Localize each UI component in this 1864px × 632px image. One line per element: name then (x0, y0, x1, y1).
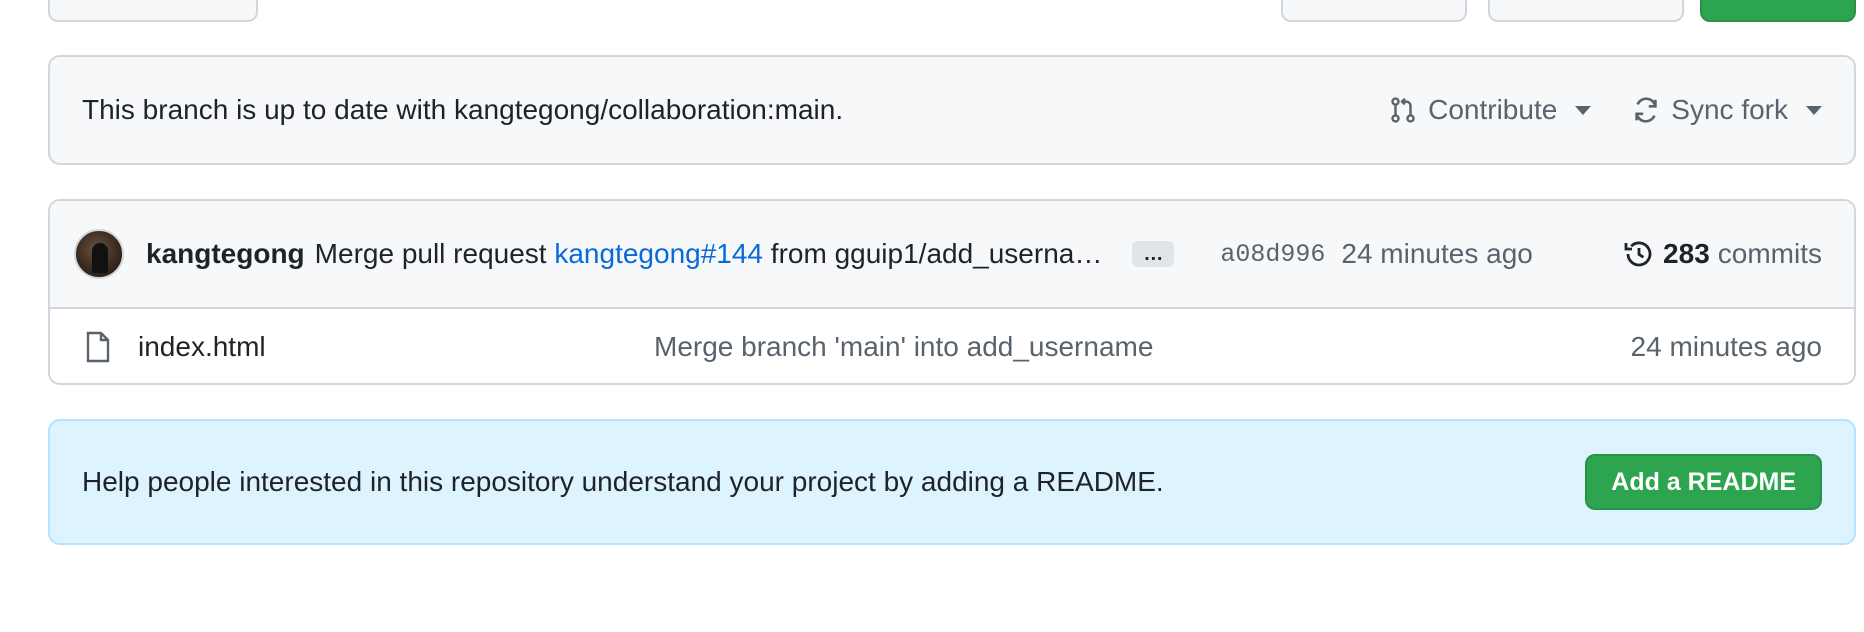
sync-fork-label: Sync fork (1671, 94, 1788, 125)
branch-status-text: This branch is up to date with kangtegon… (82, 94, 844, 125)
commit-count: 283 (1663, 238, 1710, 269)
commit-author-link[interactable]: kangtegong (146, 238, 305, 269)
avatar[interactable] (74, 229, 124, 279)
commit-time: 24 minutes ago (1341, 238, 1533, 269)
latest-commit-row: kangtegong Merge pull request kangtegong… (50, 201, 1854, 309)
chevron-down-icon (1575, 105, 1592, 115)
commit-sha-link[interactable]: a08d996 (1220, 239, 1326, 269)
commit-message[interactable]: Merge pull request kangtegong#144 from g… (315, 238, 1103, 270)
expand-commit-message-button[interactable]: … (1132, 241, 1175, 267)
pull-request-icon (1391, 97, 1415, 123)
file-commit-message-link[interactable]: Merge branch 'main' into add_username (654, 331, 1154, 362)
chevron-down-icon (1806, 105, 1822, 115)
commit-message-suffix[interactable]: from gguip1/add_userna… (770, 238, 1103, 269)
code-button[interactable] (1700, 0, 1856, 22)
file-commit-time: 24 minutes ago (1630, 331, 1822, 362)
branch-status-bar: This branch is up to date with kangtegon… (48, 55, 1856, 165)
commits-history-link[interactable]: 283 commits (1623, 238, 1822, 270)
commit-message-prefix[interactable]: Merge pull request (314, 238, 547, 269)
pull-request-link[interactable]: kangtegong#144 (554, 238, 764, 269)
file-row[interactable]: index.html Merge branch 'main' into add_… (50, 309, 1854, 383)
sync-icon (1635, 97, 1657, 123)
add-file-button[interactable] (1488, 0, 1684, 22)
contribute-button[interactable]: Contribute (1388, 94, 1592, 126)
go-to-file-button[interactable] (1281, 0, 1467, 22)
commits-label: commits (1717, 238, 1822, 269)
readme-banner: Help people interested in this repositor… (48, 419, 1856, 545)
add-readme-button[interactable]: Add a README (1585, 454, 1822, 510)
branch-select-button[interactable] (48, 0, 258, 22)
history-icon (1624, 241, 1652, 267)
file-icon (86, 331, 110, 363)
file-list: kangtegong Merge pull request kangtegong… (48, 199, 1856, 385)
file-name-link[interactable]: index.html (138, 331, 266, 362)
contribute-label: Contribute (1428, 94, 1558, 125)
sync-fork-button[interactable]: Sync fork (1631, 94, 1822, 126)
readme-banner-text: Help people interested in this repositor… (82, 466, 1164, 497)
